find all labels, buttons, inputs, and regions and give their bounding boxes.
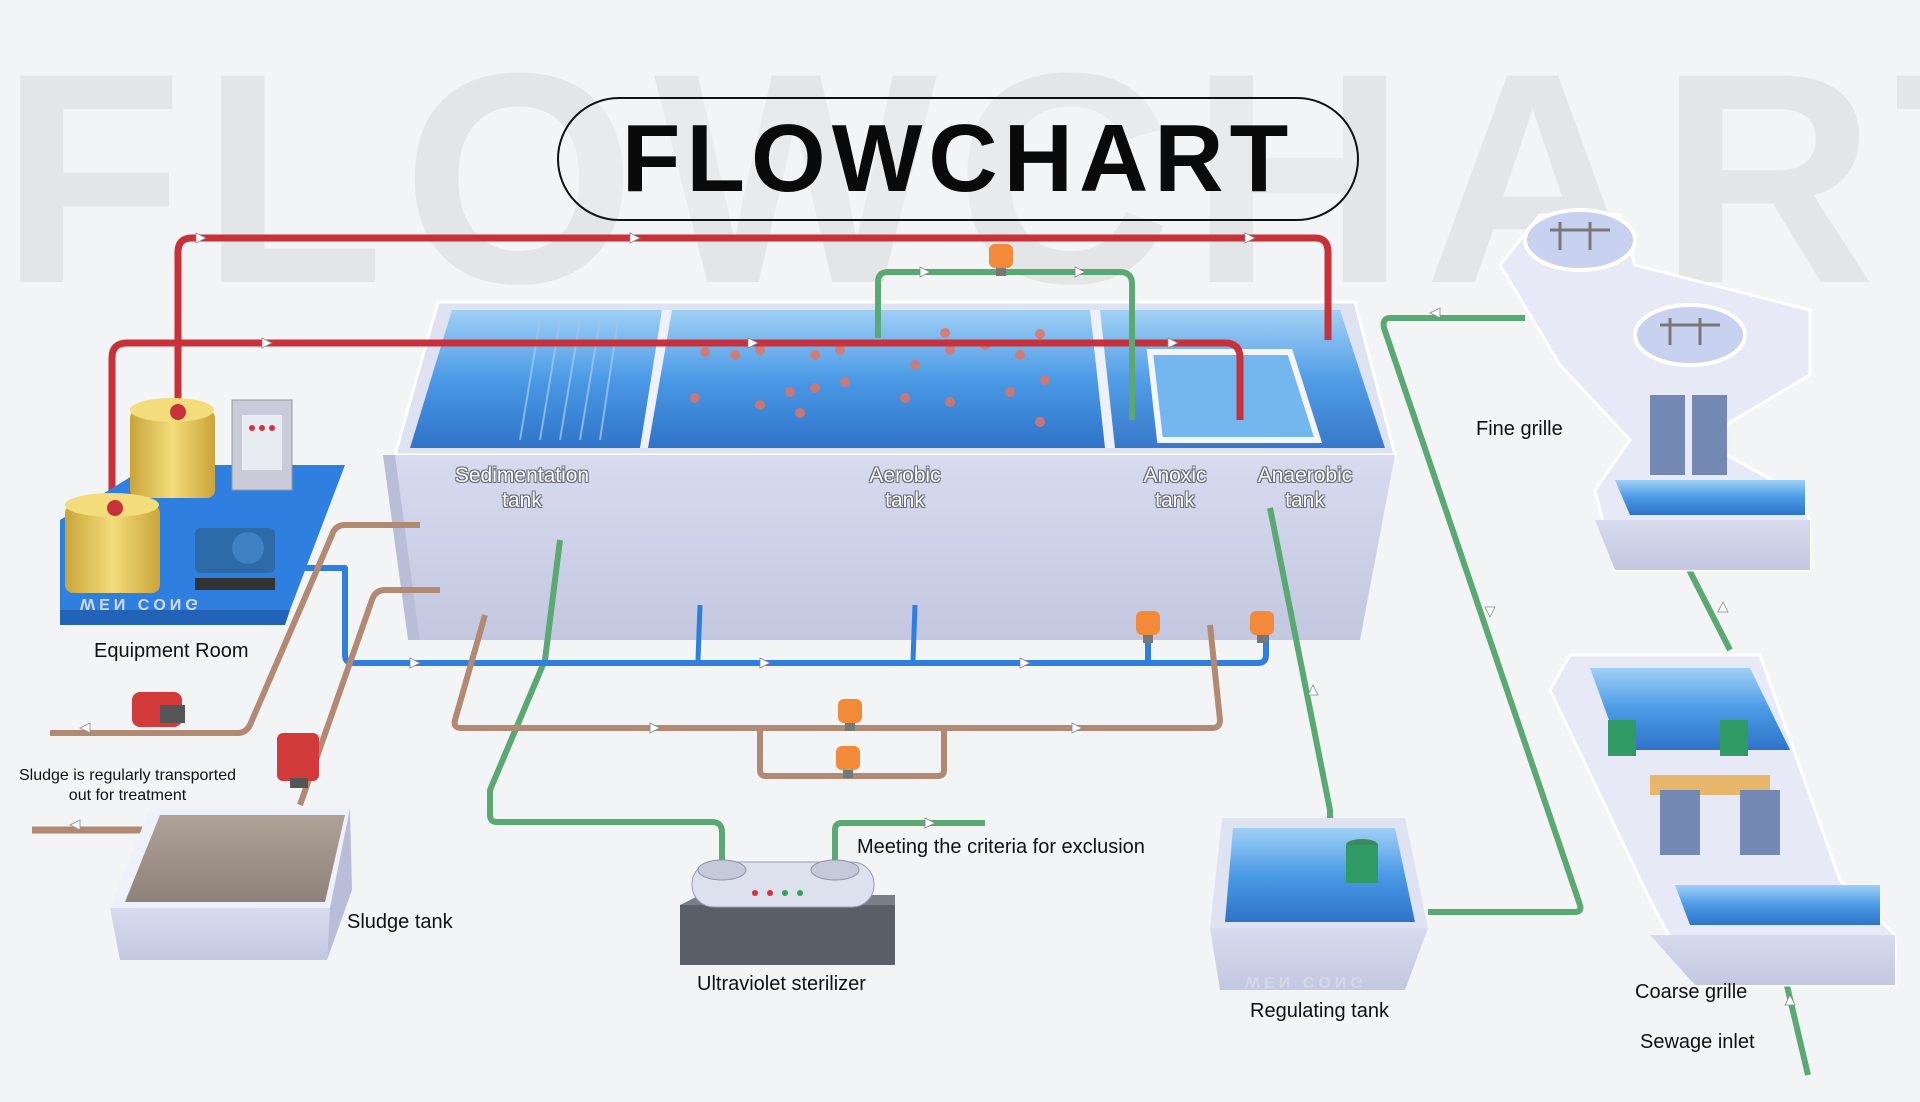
anaerobic-label-line1: Anaerobic bbox=[1257, 464, 1353, 487]
brown-return bbox=[451, 614, 1223, 731]
sedimentation-label-line1: Sedimentation bbox=[454, 464, 590, 487]
anoxic-tank-label: Anoxic tank bbox=[1130, 463, 1220, 513]
sludge-tank-label: Sludge tank bbox=[347, 911, 453, 933]
aerobic-tank-label: Aerobic tank bbox=[845, 463, 965, 513]
red-pipe-outer bbox=[174, 234, 1332, 420]
page-title: FLOWCHART bbox=[621, 105, 1295, 212]
green-grille-to-reg bbox=[1380, 315, 1584, 915]
sludge-note-line2: out for treatment bbox=[68, 787, 187, 804]
sewage-inlet-label: Sewage inlet bbox=[1640, 1031, 1755, 1053]
brand-mark-equipment: WEN CONG bbox=[80, 595, 202, 612]
sedimentation-label-line2: tank bbox=[502, 489, 542, 512]
red-pumps bbox=[132, 692, 319, 788]
anoxic-label-line2: tank bbox=[1155, 489, 1195, 512]
red-pipe-inner bbox=[108, 339, 1244, 508]
regulating-tank-graphic bbox=[1210, 818, 1428, 990]
anoxic-label-line1: Anoxic bbox=[1143, 464, 1207, 487]
uv-sterilizer-graphic bbox=[680, 859, 895, 965]
aeration-bubbles bbox=[690, 328, 1050, 427]
sludge-note-line1: Sludge is regularly transported bbox=[18, 767, 236, 784]
aerobic-label-line2: tank bbox=[885, 489, 925, 512]
sludge-tank-graphic bbox=[110, 808, 352, 960]
main-tank-block bbox=[383, 300, 1397, 661]
green-uv-out bbox=[832, 820, 985, 870]
anaerobic-inner-tank bbox=[1146, 349, 1323, 443]
fine-grille-label: Fine grille bbox=[1476, 418, 1563, 440]
sludge-transport-note: Sludge is regularly transported out for … bbox=[5, 766, 250, 806]
exclusion-criteria-label: Meeting the criteria for exclusion bbox=[857, 836, 1145, 858]
aerobic-label-line1: Aerobic bbox=[869, 464, 941, 487]
regulating-tank-label: Regulating tank bbox=[1250, 1000, 1389, 1022]
tank-front-wall bbox=[395, 455, 1395, 640]
coarse-grille-graphic bbox=[1548, 653, 1897, 987]
equipment-room bbox=[60, 398, 345, 625]
green-to-uv bbox=[487, 539, 725, 870]
blue-stubs bbox=[695, 604, 918, 661]
title-pill: FLOWCHART bbox=[557, 97, 1359, 221]
flow-arrows bbox=[69, 232, 1796, 1006]
fine-grille-graphic bbox=[1498, 208, 1812, 572]
coarse-grille-label: Coarse grille bbox=[1635, 981, 1748, 1003]
equipment-room-label: Equipment Room bbox=[94, 640, 249, 662]
brown-sludge-pipe bbox=[50, 522, 420, 736]
valves bbox=[836, 244, 1274, 778]
anaerobic-tank-label: Anaerobic tank bbox=[1250, 463, 1360, 513]
brand-mark-regulating: WEN CONG bbox=[1245, 973, 1367, 990]
sedimentation-tank-label: Sedimentation tank bbox=[447, 463, 597, 513]
anaerobic-label-line2: tank bbox=[1285, 489, 1325, 512]
uv-sterilizer-label: Ultraviolet sterilizer bbox=[697, 973, 866, 995]
